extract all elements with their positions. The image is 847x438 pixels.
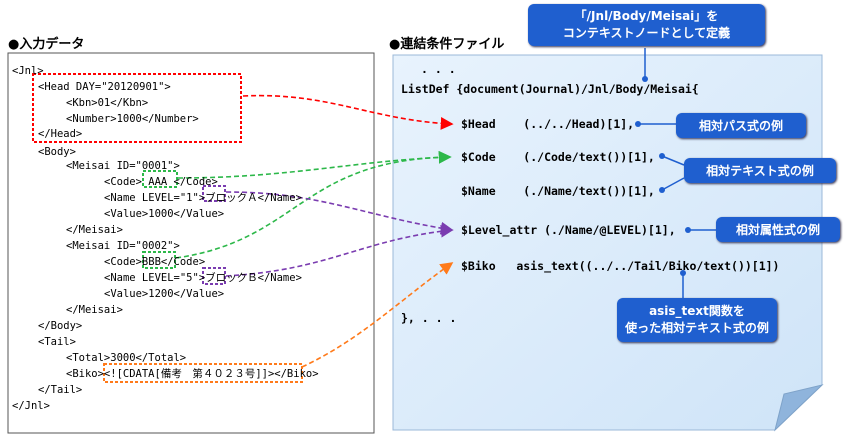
- head-arrow: [242, 94, 454, 130]
- code-arrow-1: [177, 150, 452, 179]
- input-data-frame: [7, 52, 375, 434]
- code-aaa-highlight: [142, 170, 178, 188]
- xml-line: </Head>: [38, 128, 83, 140]
- xml-line: <Code>BBB</Code>: [104, 256, 206, 268]
- xml-line: </Body>: [38, 320, 83, 332]
- xml-line: <Name LEVEL="1">ブロックＡ</Name>: [104, 192, 302, 204]
- xml-line: </Meisai>: [66, 224, 123, 236]
- xml-line: <Meisai ID="0002">: [66, 240, 180, 252]
- code-line-level-attr: $Level_attr (./Name/@LEVEL)[1],: [461, 223, 676, 237]
- relative-text-callout: 相対テキスト式の例: [684, 158, 836, 183]
- biko-arrow: [301, 262, 454, 368]
- config-file-heading: ●連結条件ファイル: [389, 37, 505, 52]
- relative-attr-callout: 相対属性式の例: [716, 217, 840, 242]
- xml-line: <Head DAY="20120901">: [38, 81, 171, 93]
- code-bbb-highlight: [142, 251, 176, 269]
- relative-path-callout: 相対パス式の例: [676, 113, 806, 138]
- xml-line: </Jnl>: [12, 400, 50, 412]
- asis-text-callout-line1: asis_text関数を: [649, 304, 745, 318]
- level-arrow-2: [225, 224, 454, 277]
- code-line-code: $Code (./Code/text())[1],: [461, 150, 655, 164]
- code-line-biko: $Biko asis_text((../../Tail/Biko/text())…: [461, 259, 780, 273]
- level-arrow-1: [225, 191, 454, 235]
- level5-highlight: [202, 267, 226, 285]
- xml-line: <Value>1200</Value>: [104, 288, 225, 300]
- xml-line: <Meisai ID="0001">: [66, 160, 180, 172]
- config-paper: [392, 54, 823, 431]
- code-line-head: $Head (../../Head)[1],: [461, 117, 635, 131]
- xml-line: <Name LEVEL="5">ブロックＢ</Name>: [104, 272, 302, 284]
- input-data-heading: ●入力データ: [8, 37, 85, 52]
- asis-text-callout-line2: 使った相対テキスト式の例: [625, 321, 769, 335]
- cdata-highlight: [103, 363, 303, 383]
- text-callout-connector-2: [661, 177, 685, 191]
- xml-line: </Tail>: [38, 384, 83, 396]
- text-callout-connector-1: [661, 155, 685, 166]
- xml-line: </Meisai>: [66, 304, 123, 316]
- xml-line: <Body>: [38, 146, 76, 158]
- code-arrow-2: [175, 150, 452, 259]
- context-node-callout: 「/Jnl/Body/Meisai」を コンテキストノードとして定義: [528, 4, 765, 46]
- context-node-callout-line1: 「/Jnl/Body/Meisai」を: [574, 9, 719, 23]
- xml-line: <Total>3000</Total>: [66, 352, 187, 364]
- xml-line: <Number>1000</Number>: [66, 113, 199, 125]
- code-line-close: }, . . .: [401, 311, 457, 325]
- head-highlight-box: [32, 73, 242, 143]
- asis-text-callout: asis_text関数を 使った相対テキスト式の例: [617, 298, 777, 342]
- xml-line: <Value>1000</Value>: [104, 208, 225, 220]
- xml-line: <Kbn>01</Kbn>: [66, 97, 149, 109]
- context-node-callout-line2: コンテキストノードとして定義: [562, 26, 731, 40]
- xml-line: <Code> AAA </Code>: [104, 176, 218, 188]
- xml-line: <Biko><![CDATA[備考 第４０２３号]]></Biko>: [66, 368, 319, 380]
- xml-line: <Jnl>: [12, 65, 44, 77]
- paper-fold: [774, 384, 824, 432]
- code-line-name: $Name (./Name/text())[1],: [461, 184, 655, 198]
- level1-highlight: [202, 185, 226, 202]
- code-line-listdef: ListDef {document(Journal)/Jnl/Body/Meis…: [401, 82, 699, 96]
- code-line-ellipsis: . . .: [421, 62, 456, 76]
- xml-line: <Tail>: [38, 336, 76, 348]
